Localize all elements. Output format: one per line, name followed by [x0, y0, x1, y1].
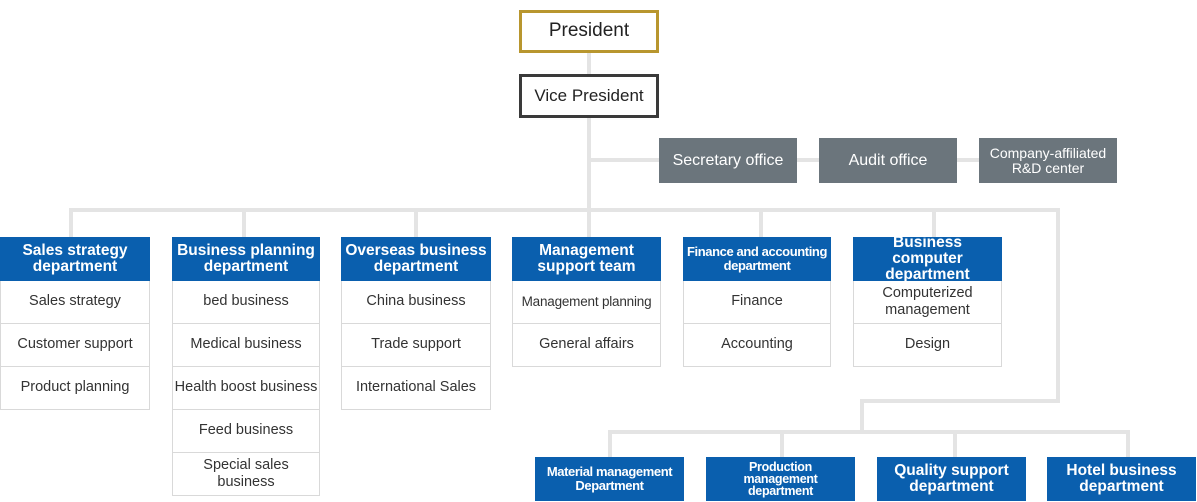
list-item[interactable]: Management planning [512, 281, 661, 324]
dept-business-planning-header[interactable]: Business planning department [172, 237, 320, 281]
audit-office-label: Audit office [848, 151, 928, 169]
list-item[interactable]: Sales strategy [0, 281, 150, 324]
dept-production-management-name: Production management department [743, 459, 818, 499]
list-item[interactable]: Computerized management [853, 281, 1002, 324]
dept-finance-accounting-header[interactable]: Finance and accounting department [683, 237, 831, 281]
president-box[interactable]: President [519, 10, 659, 53]
dept-hotel-business-name: Hotel business department [1066, 461, 1177, 495]
list-item[interactable]: Finance [683, 281, 831, 324]
secretary-office-label: Secretary office [672, 151, 784, 169]
list-item[interactable]: Product planning [0, 367, 150, 410]
dept-sales-strategy-header[interactable]: Sales strategy department [0, 237, 150, 281]
dept-management-support-header[interactable]: Management support team [512, 237, 661, 281]
dept-hotel-business-header[interactable]: Hotel business department [1047, 457, 1196, 501]
dept-business-computer-header[interactable]: Business computer department [853, 233, 1002, 284]
dept-sales-strategy-items: Sales strategy Customer support Product … [0, 281, 150, 410]
dept-management-support-items: Management planning General affairs [512, 281, 661, 367]
dept-material-management-header[interactable]: Material management Department [535, 457, 684, 501]
vice-president-label: Vice President [534, 85, 644, 105]
list-item[interactable]: Customer support [0, 324, 150, 367]
dept-overseas-business-items: China business Trade support Internation… [341, 281, 491, 410]
dept-finance-accounting-name: Finance and accounting department [687, 244, 827, 273]
dept-finance-accounting-items: Finance Accounting [683, 281, 831, 367]
president-label: President [548, 20, 630, 42]
dept-material-management-name: Material management Department [546, 464, 673, 493]
list-item[interactable]: Feed business [172, 410, 320, 453]
dept-business-planning-items: bed business Medical business Health boo… [172, 281, 320, 496]
vice-president-box[interactable]: Vice President [519, 74, 659, 118]
rd-center-box[interactable]: Company-affiliated R&D center [979, 138, 1117, 183]
dept-management-support-name: Management support team [537, 241, 636, 275]
list-item[interactable]: bed business [172, 281, 320, 324]
dept-overseas-business-name: Overseas business department [345, 241, 487, 275]
dept-business-computer-items: Computerized management Design [853, 281, 1002, 367]
dept-business-computer-name: Business computer department [885, 233, 970, 284]
dept-quality-support-name: Quality support department [894, 461, 1009, 495]
dept-overseas-business-header[interactable]: Overseas business department [341, 237, 491, 281]
secretary-office-box[interactable]: Secretary office [659, 138, 797, 183]
list-item[interactable]: Accounting [683, 324, 831, 367]
list-item[interactable]: Special sales business [172, 453, 320, 496]
dept-quality-support-header[interactable]: Quality support department [877, 457, 1026, 501]
list-item[interactable]: China business [341, 281, 491, 324]
list-item[interactable]: Design [853, 324, 1002, 367]
dept-production-management-header[interactable]: Production management department [706, 457, 855, 501]
list-item[interactable]: Health boost business [172, 367, 320, 410]
audit-office-box[interactable]: Audit office [819, 138, 957, 183]
list-item[interactable]: International Sales [341, 367, 491, 410]
list-item[interactable]: Medical business [172, 324, 320, 367]
list-item[interactable]: Trade support [341, 324, 491, 367]
dept-business-planning-name: Business planning department [177, 241, 315, 275]
rd-center-label: Company-affiliated R&D center [989, 144, 1107, 176]
list-item[interactable]: General affairs [512, 324, 661, 367]
dept-sales-strategy-name: Sales strategy department [22, 241, 128, 275]
